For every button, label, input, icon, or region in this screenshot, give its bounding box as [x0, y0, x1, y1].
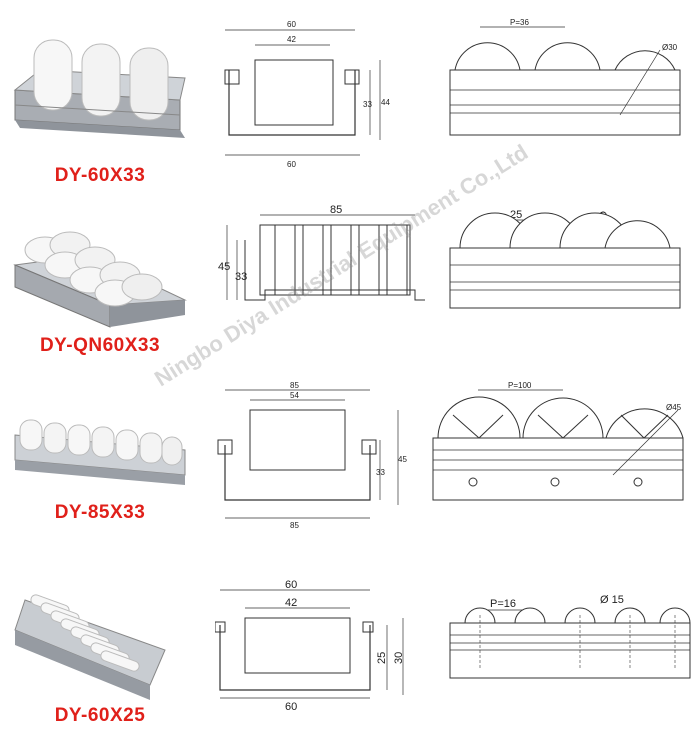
product-row-4: DY-60X25 60 42 25 30 60 P=16 Ø 15	[0, 560, 700, 738]
dim-height-inner: 25	[376, 652, 388, 664]
dim-bottom: 60	[285, 701, 297, 713]
product-row-3: DY-85X33 85 54 33 45 85 P=100 Ø45	[0, 375, 700, 560]
dim-pitch: P=100	[508, 381, 532, 390]
side-view-drawing: 60 42 33 44 60	[224, 20, 390, 169]
model-label: DY-QN60X33	[39, 335, 161, 356]
model-label: DY-60X33	[54, 165, 146, 186]
dim-height-outer: 44	[381, 98, 390, 107]
dim-height-outer: 45	[398, 455, 407, 464]
front-view-drawing: P=16 Ø 15	[449, 594, 691, 679]
dim-height-outer: 30	[393, 652, 405, 664]
side-view-drawing: 85 45 33	[218, 204, 425, 301]
dim-diameter: Ø 15	[600, 594, 624, 606]
dim-diameter: Ø30	[662, 43, 678, 52]
product-photo-dy-60x33	[13, 39, 186, 138]
product-photo-dy-qn60x33	[13, 231, 187, 328]
dim-top-outer: 60	[287, 20, 296, 29]
product-row-2: DY-QN60X33 85 45 33 25 Ø34	[0, 190, 700, 375]
front-view-drawing: P=36 Ø30	[449, 18, 681, 136]
dim-top-inner: 42	[287, 35, 296, 44]
dim-height-outer: 45	[218, 261, 230, 273]
front-view-drawing: P=100 Ø45	[432, 381, 684, 501]
dim-height-inner: 33	[363, 100, 372, 109]
model-label: DY-85X33	[54, 502, 146, 523]
dim-pitch: P=36	[510, 18, 529, 27]
dim-top-outer: 85	[330, 204, 342, 216]
dim-height-inner: 33	[235, 271, 247, 283]
dim-top-inner: 42	[285, 597, 297, 609]
dim-top-outer: 85	[290, 381, 299, 390]
side-view-drawing: 85 54 33 45 85	[217, 381, 407, 530]
model-label: DY-60X25	[54, 705, 146, 726]
front-view-drawing: 25 Ø34	[449, 209, 681, 309]
dim-pitch: P=16	[490, 598, 516, 610]
side-view-drawing: 60 42 25 30 60	[215, 580, 405, 713]
dim-top-outer: 60	[285, 580, 297, 591]
dim-top-inner: 54	[290, 391, 299, 400]
dim-bottom: 60	[287, 160, 296, 169]
dim-height-inner: 33	[376, 468, 385, 477]
product-row-1: DY-60X33 60 42 33 44 60 P=36 Ø30	[0, 0, 700, 190]
dim-bottom: 85	[290, 521, 299, 530]
dim-diameter: Ø45	[666, 403, 682, 412]
product-photo-dy-85x33	[14, 419, 186, 485]
product-photo-dy-60x25	[14, 594, 166, 700]
